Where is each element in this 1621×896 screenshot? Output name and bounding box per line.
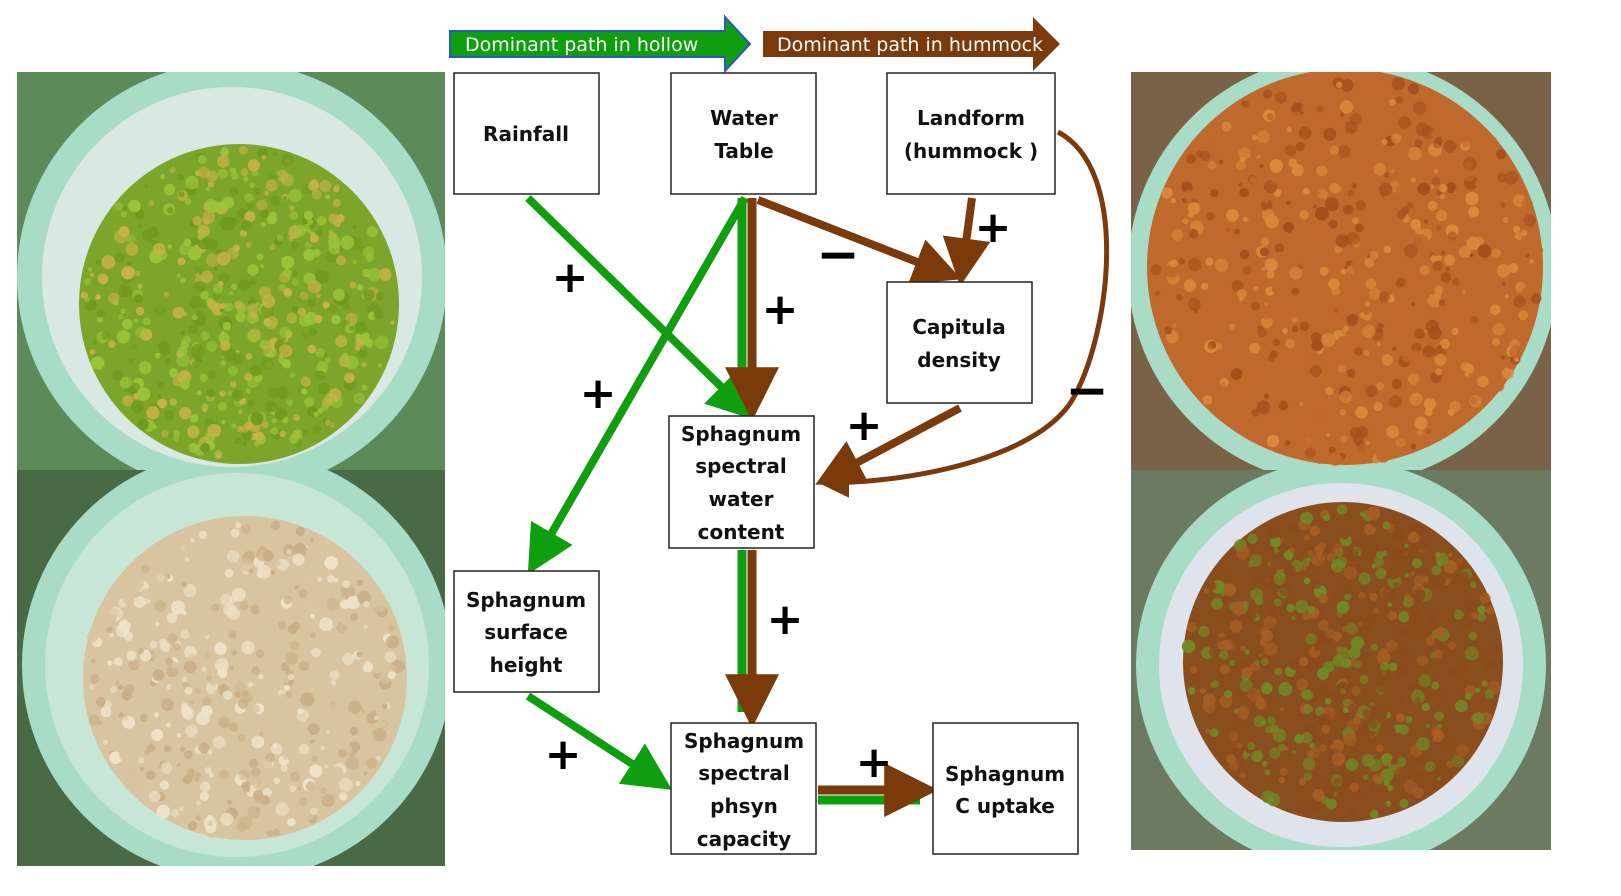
node-surface-height: Sphagnum surface height — [453, 570, 600, 693]
sign-surface-height-phsyn: + — [545, 729, 582, 780]
node-label-line: spectral — [695, 454, 786, 478]
sign-landform-capitula: + — [975, 202, 1012, 253]
legend-hollow: Dominant path in hollow — [449, 14, 752, 74]
node-label-line: surface — [484, 620, 568, 644]
node-label-line: (hummock ) — [904, 139, 1038, 163]
node-label-line: Capitula — [912, 315, 1006, 339]
edge-watertable-capitula — [756, 196, 962, 285]
sign-watertable-surface-height: + — [580, 368, 617, 419]
node-label-line: Sphagnum — [681, 422, 801, 446]
moss-bucket-image — [17, 470, 445, 866]
legend-hollow-label: Dominant path in hollow — [465, 34, 698, 56]
node-label-line: capacity — [697, 827, 791, 851]
node-spectral-water-content: Sphagnum spectral water content — [668, 415, 815, 549]
sign-water-content-phsyn: + — [767, 594, 804, 645]
signs: + + + − + + − + + + — [545, 202, 1109, 788]
legend-hollow-arrow — [449, 14, 752, 74]
node-label-line: Landform — [917, 106, 1025, 130]
node-label-line: content — [698, 520, 785, 544]
edge-surface-height-phsyn — [525, 692, 673, 790]
node-label-line: density — [917, 348, 1000, 372]
edge-rainfall-water-content — [525, 195, 756, 421]
sign-watertable-capitula: − — [816, 225, 860, 285]
photo-hummock-dry — [1131, 72, 1551, 470]
node-label-line: C uptake — [955, 794, 1055, 818]
sign-capitula-water-content: + — [846, 400, 883, 451]
node-water-table: Water Table — [670, 72, 817, 195]
node-label-line: phsyn — [710, 794, 778, 818]
legend-hummock-label: Dominant path in hummock — [777, 34, 1043, 56]
photo-hollow-wet — [17, 72, 445, 470]
node-label-line: Water — [710, 106, 778, 130]
node-label-line: Sphagnum — [945, 762, 1065, 786]
edges — [525, 129, 1110, 817]
moss-bucket-image — [1131, 470, 1551, 850]
node-rainfall: Rainfall — [453, 72, 600, 195]
moss-bucket-image — [17, 72, 445, 470]
sign-watertable-water-content: + — [762, 284, 799, 335]
node-label-line: Rainfall — [483, 122, 569, 146]
node-label-line: water — [709, 487, 774, 511]
edge-landform-water-content — [819, 129, 1110, 498]
node-label-line: Sphagnum — [684, 729, 804, 753]
node-label-line: Table — [714, 139, 773, 163]
node-phsyn-capacity: Sphagnum spectral phsyn capacity — [670, 722, 817, 855]
sign-landform-water-content: − — [1065, 361, 1109, 421]
node-label-line: height — [490, 653, 563, 677]
node-capitula-density: Capitula density — [886, 281, 1033, 404]
edge-landform-capitula — [942, 197, 991, 287]
photo-hollow-dry — [17, 470, 445, 866]
legend-hummock: Dominant path in hummock — [763, 17, 1060, 71]
node-landform: Landform (hummock ) — [886, 72, 1056, 195]
sign-phsyn-c-uptake: + — [856, 737, 893, 788]
moss-bucket-image — [1131, 72, 1551, 470]
sign-rainfall-water-content: + — [552, 252, 589, 303]
legend-hummock-arrow — [763, 17, 1060, 71]
edge-watertable-surface-height — [527, 196, 749, 575]
photo-hummock-wet — [1131, 470, 1551, 850]
node-label-line: Sphagnum — [466, 588, 586, 612]
node-label-line: spectral — [698, 761, 789, 785]
edge-capitula-water-content — [815, 404, 962, 485]
node-c-uptake: Sphagnum C uptake — [932, 722, 1079, 855]
